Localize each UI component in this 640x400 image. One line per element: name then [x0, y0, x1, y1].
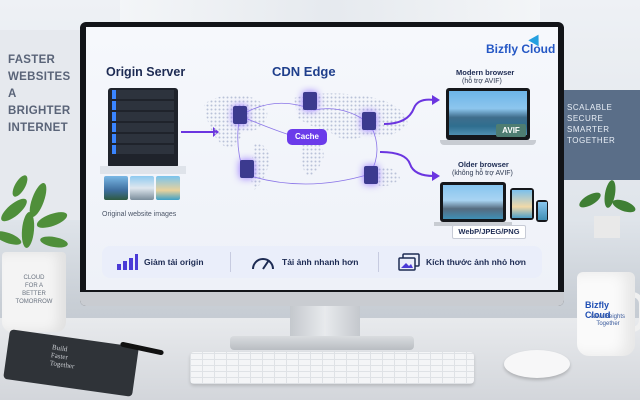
world-map-icon [204, 93, 408, 190]
edge-node-icon [240, 160, 254, 178]
origin-server-title: Origin Server [106, 65, 186, 79]
right-wall-poster: SCALABLE SECURE SMARTER TOGETHER [560, 90, 640, 180]
older-browser-title: Older browser [458, 160, 509, 169]
pot-text-line: CLOUD [23, 275, 45, 281]
pot-text-line: TOMORROW [15, 299, 53, 305]
cache-badge: Cache [287, 129, 327, 145]
left-poster-line: INTERNET [8, 122, 68, 134]
monitor-stand-base [230, 336, 414, 350]
city-image [443, 185, 503, 219]
speedometer-icon [252, 258, 274, 270]
image-thumbnail-beach [156, 176, 180, 200]
avif-badge: AVIF [496, 124, 526, 137]
server-rack-icon [108, 88, 178, 168]
feature-divider [378, 252, 379, 272]
edge-node-icon [364, 166, 378, 184]
tablet-image [512, 190, 532, 218]
bizfly-logo: Bizfly Cloud [486, 31, 556, 56]
image-thumbnail-mountain [104, 176, 128, 200]
edge-node-icon [303, 92, 317, 110]
older-laptop [440, 182, 506, 222]
right-poster-line: SCALABLE [567, 103, 613, 112]
mug-brand: Bizfly Cloud [585, 300, 611, 320]
origin-caption: Original website images [102, 211, 177, 218]
feature-label: Giảm tải origin [144, 257, 204, 267]
right-plant-icon [579, 180, 636, 238]
mug-tagline: New Heights Together [590, 314, 625, 327]
left-poster-line: A BRIGHTER [8, 88, 71, 117]
coffee-mug: Bizfly Cloud New Heights Together [577, 272, 635, 356]
mouse [504, 350, 570, 378]
modern-browser-subtitle: (hỗ trợ AVIF) [462, 78, 502, 85]
tablet-device [510, 188, 534, 220]
feature-item: Tải ảnh nhanh hơn [250, 246, 358, 278]
pot-text-line: FOR A [24, 283, 43, 289]
images-icon [398, 253, 420, 271]
older-laptop-base [434, 222, 512, 226]
phone-image [537, 202, 547, 220]
edge-node-icon [233, 106, 247, 124]
cdn-edge-title: CDN Edge [272, 64, 336, 79]
cdn-to-modern-arrow [384, 95, 440, 125]
feature-bar: Giảm tải origin Tải ảnh nhanh hơn Kích t… [102, 246, 542, 278]
modern-browser-title: Modern browser [456, 68, 515, 77]
right-poster-line: SMARTER [567, 125, 610, 134]
feature-divider [230, 252, 231, 272]
keyboard [190, 352, 474, 384]
monitor-chin [80, 292, 564, 306]
left-poster-line: FASTER [8, 54, 56, 66]
left-wall-poster: FASTER WEBSITES A BRIGHTER INTERNET [0, 30, 80, 220]
right-poster-line: TOGETHER [567, 136, 616, 145]
left-poster-line: WEBSITES [8, 71, 71, 83]
feature-label: Kích thước ảnh nhỏ hơn [426, 257, 526, 267]
feature-item: Giảm tải origin [116, 246, 204, 278]
plant-pot: CLOUD FOR A BETTER TOMORROW [2, 252, 66, 332]
older-browser-subtitle: (không hỗ trợ AVIF) [452, 170, 513, 177]
feature-item: Kích thước ảnh nhỏ hơn [398, 246, 526, 278]
phone-device [536, 200, 548, 222]
modern-laptop-base [440, 140, 536, 145]
feature-label: Tải ảnh nhanh hơn [282, 257, 359, 267]
edge-node-icon [362, 112, 376, 130]
bar-chart-icon [117, 254, 138, 270]
logo-text: Bizfly Cloud [486, 42, 556, 56]
cdn-to-older-arrow [380, 151, 440, 181]
left-plant-icon [0, 175, 68, 248]
right-poster-line: SECURE [567, 114, 604, 123]
pot-text-line: BETTER [22, 291, 46, 297]
format-badge: WebP/JPEG/PNG [452, 225, 526, 239]
image-thumbnail-city [130, 176, 154, 200]
server-base [100, 166, 186, 174]
